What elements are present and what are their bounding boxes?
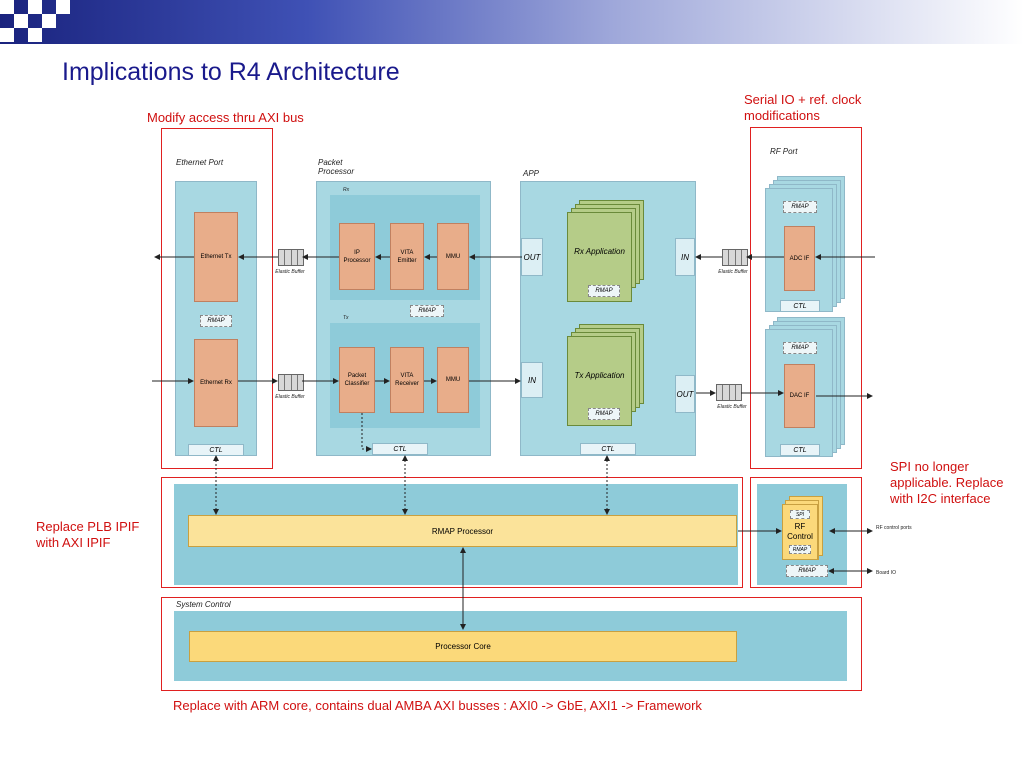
rf-control-rmap-2: RMAP bbox=[786, 565, 828, 577]
packet-processor-label: Packet Processor bbox=[318, 158, 355, 176]
page-title: Implications to R4 Architecture bbox=[62, 58, 400, 86]
rf-port-label: RF Port bbox=[770, 147, 798, 156]
elastic-buffer-3-label: Elastic Buffer bbox=[718, 269, 748, 275]
app-in-left: IN bbox=[521, 362, 543, 398]
mmu-rx-block: MMU bbox=[437, 223, 469, 290]
system-control-label: System Control bbox=[176, 600, 231, 609]
rx-app-rmap: RMAP bbox=[588, 285, 620, 297]
rf-ctl-1: CTL bbox=[780, 300, 820, 312]
annotation-axi-bus: Modify access thru AXI bus bbox=[147, 110, 304, 125]
header-bar bbox=[0, 0, 1024, 44]
annotation-spi: SPI no longer applicable. Replace with I… bbox=[890, 459, 1004, 506]
mmu-tx-block: MMU bbox=[437, 347, 469, 413]
highlight-rf bbox=[750, 127, 862, 469]
packet-classifier-block: Packet Classifier bbox=[339, 347, 375, 413]
elastic-buffer-1 bbox=[278, 249, 304, 266]
elastic-buffer-4-label: Elastic Buffer bbox=[717, 404, 747, 410]
vita-emitter-block: VITA Emitter bbox=[390, 223, 424, 290]
packet-ctl: CTL bbox=[372, 443, 428, 455]
elastic-buffer-1-label: Elastic Buffer bbox=[275, 269, 305, 275]
highlight-rmap-bus bbox=[161, 477, 743, 588]
rf-ctl-2: CTL bbox=[780, 444, 820, 456]
board-io-label: Board IO bbox=[876, 570, 897, 576]
app-out-right: OUT bbox=[675, 375, 695, 413]
app-ctl: CTL bbox=[580, 443, 636, 455]
ip-processor-block: IP Processor bbox=[339, 223, 375, 290]
highlight-system-control bbox=[161, 597, 862, 691]
annotation-arm: Replace with ARM core, contains dual AMB… bbox=[173, 698, 702, 713]
rf-control-label: RF Control bbox=[787, 522, 813, 541]
packet-rx-label: Rx bbox=[343, 187, 350, 193]
rf-dac-rmap: RMAP bbox=[783, 342, 817, 354]
annotation-plb: Replace PLB IPIF with AXI IPIF bbox=[36, 519, 140, 550]
tx-app-rmap: RMAP bbox=[588, 408, 620, 420]
rf-control-block: SPI RF Control RMAP bbox=[782, 504, 818, 560]
ethernet-rx-block: Ethernet Rx bbox=[194, 339, 238, 427]
rf-control-spi: SPI bbox=[790, 510, 810, 519]
rf-control-ports-label: RF control ports bbox=[876, 525, 912, 531]
adc-if-block: ADC IF bbox=[784, 226, 815, 291]
rmap-processor-block: RMAP Processor bbox=[188, 515, 737, 547]
ethernet-port-label: Ethernet Port bbox=[176, 158, 224, 167]
vita-receiver-block: VITA Receiver bbox=[390, 347, 424, 413]
app-label: APP bbox=[523, 169, 540, 178]
elastic-buffer-2 bbox=[278, 374, 304, 391]
rf-adc-rmap: RMAP bbox=[783, 201, 817, 213]
packet-tx-label: Tx bbox=[343, 315, 349, 321]
packet-rmap: RMAP bbox=[410, 305, 444, 317]
dac-if-block: DAC IF bbox=[784, 364, 815, 428]
ethernet-rmap: RMAP bbox=[200, 315, 232, 327]
ethernet-tx-block: Ethernet Tx bbox=[194, 212, 238, 302]
annotation-serial-io: Serial IO + ref. clock modifications bbox=[744, 92, 862, 123]
rf-control-rmap: RMAP bbox=[789, 545, 811, 554]
app-in-right: IN bbox=[675, 238, 695, 276]
elastic-buffer-2-label: Elastic Buffer bbox=[275, 394, 305, 400]
processor-core-block: Processor Core bbox=[189, 631, 737, 662]
